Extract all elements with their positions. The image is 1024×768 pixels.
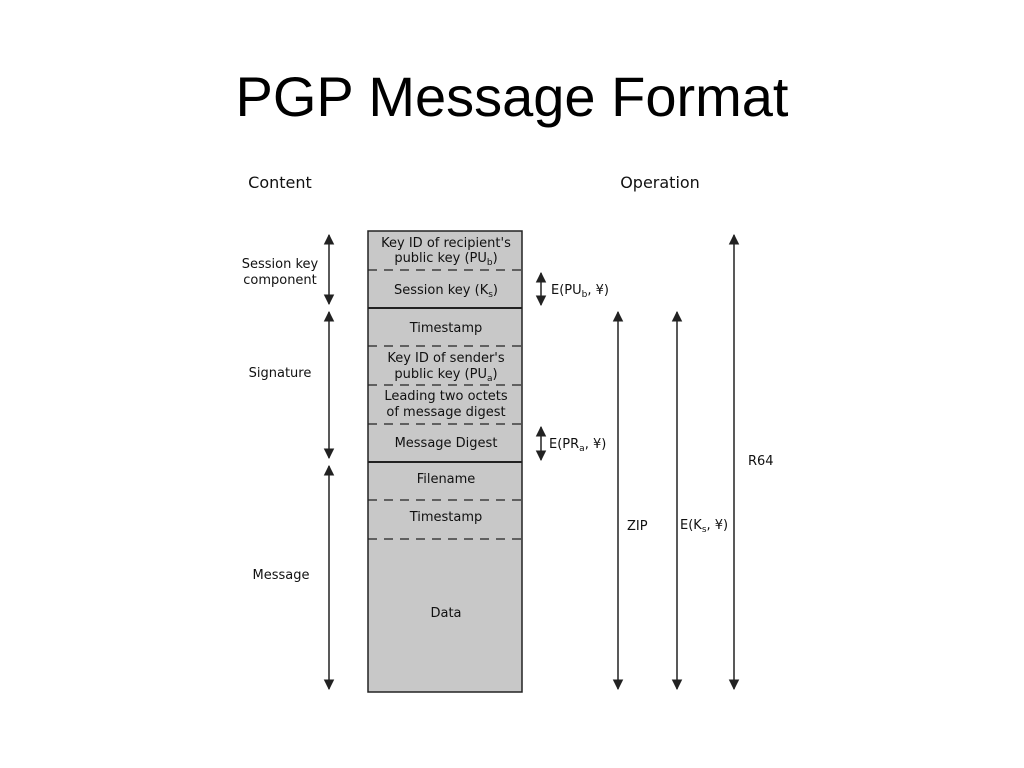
label-r64: R64 [748, 454, 774, 469]
field-message-timestamp: Timestamp [409, 510, 483, 525]
content-header: Content [248, 173, 312, 192]
field-session-key: Session key (Ks) [394, 283, 498, 300]
field-leading-octets-line2: of message digest [386, 405, 505, 420]
field-filename: Filename [417, 472, 476, 487]
field-signature-timestamp: Timestamp [409, 321, 483, 336]
field-message-digest: Message Digest [395, 436, 498, 451]
page-title: PGP Message Format [235, 65, 789, 128]
field-key-id-recipient-line2: public key (PUb) [394, 251, 497, 268]
field-data: Data [430, 606, 461, 621]
label-e-pub: E(PUb, ¥) [551, 283, 609, 300]
field-key-id-sender-line1: Key ID of sender's [387, 351, 505, 366]
field-key-id-recipient-line1: Key ID of recipient's [381, 236, 511, 251]
operation-header: Operation [620, 173, 700, 192]
label-session-key-line2: component [243, 273, 317, 288]
field-leading-octets-line1: Leading two octets [384, 389, 508, 404]
label-e-ks: E(Ks, ¥) [680, 518, 728, 535]
label-signature: Signature [249, 366, 312, 381]
label-session-key-line1: Session key [242, 257, 319, 272]
label-zip: ZIP [627, 519, 648, 534]
field-key-id-sender-line2: public key (PUa) [394, 367, 497, 384]
label-e-pra: E(PRa, ¥) [549, 437, 606, 454]
label-message: Message [253, 568, 310, 583]
